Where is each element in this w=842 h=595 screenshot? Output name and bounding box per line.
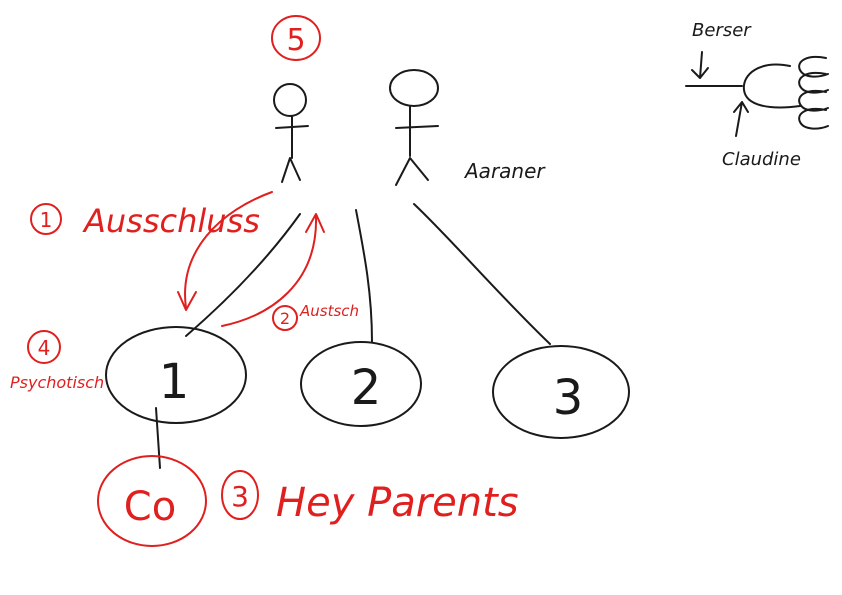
node-2-ellipse [300, 341, 422, 427]
step1-arrowhead [177, 291, 197, 311]
stick-figure-left [273, 83, 309, 183]
head-right [389, 69, 439, 107]
top-right-sketch: Berser Claudine [685, 20, 829, 170]
co-label: Co [124, 484, 176, 530]
step1-circle [30, 203, 62, 235]
claw-outline [742, 63, 801, 109]
line-to-node2 [355, 209, 373, 343]
arms-left [275, 125, 309, 129]
step1-arrow [184, 191, 273, 309]
step5-circle [271, 15, 321, 61]
step5-number: 5 [286, 23, 305, 58]
step1-text: Ausschluss [82, 202, 260, 240]
claw-finger-3 [798, 90, 829, 112]
node-1-label: 1 [159, 354, 190, 410]
head-left [273, 83, 307, 117]
legs-right [395, 157, 429, 186]
down-arrow [691, 51, 709, 79]
up-arrow [733, 101, 749, 137]
line-to-node3 [413, 203, 551, 345]
step4-number: 4 [38, 336, 51, 360]
node-2-label: 2 [351, 360, 382, 416]
step1-number: 1 [40, 208, 53, 232]
claw-finger-4 [798, 108, 829, 130]
node-1-ellipse [105, 326, 247, 424]
node-3-label: 3 [553, 370, 584, 426]
step4-circle [27, 330, 61, 364]
node-2: 2 [300, 341, 422, 427]
node-3-ellipse [492, 345, 630, 439]
co-node: Co [97, 455, 207, 547]
arms-right [395, 125, 439, 129]
step4-text: Psychotisch [10, 373, 104, 392]
claw-finger-2 [798, 72, 829, 94]
stick-figure-right [389, 69, 439, 186]
step2-annotation: 2 Austsch [221, 213, 359, 331]
step4-annotation: 4 Psychotisch [10, 330, 104, 392]
claw-finger-1 [798, 56, 829, 78]
co-ellipse [97, 455, 207, 547]
node-1: 1 [105, 326, 247, 424]
step1-annotation: 1 Ausschluss [30, 191, 273, 311]
step3-annotation: 3 Hey Parents [221, 470, 519, 526]
top-right-top-label: Berser [692, 20, 752, 41]
step3-circle [221, 470, 259, 520]
step5-marker: 5 [271, 15, 321, 61]
node-3: 3 [492, 345, 630, 439]
step2-circle [272, 305, 298, 331]
legs-left [281, 157, 301, 183]
step2-text: Austsch [299, 302, 359, 320]
person-right-label: Aaraner [463, 159, 546, 183]
step2-arrow [221, 215, 318, 327]
line-node1-to-co [155, 407, 161, 469]
step2-arrowhead [305, 213, 325, 233]
line-to-node1 [185, 213, 301, 337]
step2-number: 2 [280, 309, 290, 328]
step3-text: Hey Parents [276, 480, 519, 526]
top-right-bottom-label: Claudine [722, 149, 801, 170]
step3-number: 3 [231, 480, 249, 513]
